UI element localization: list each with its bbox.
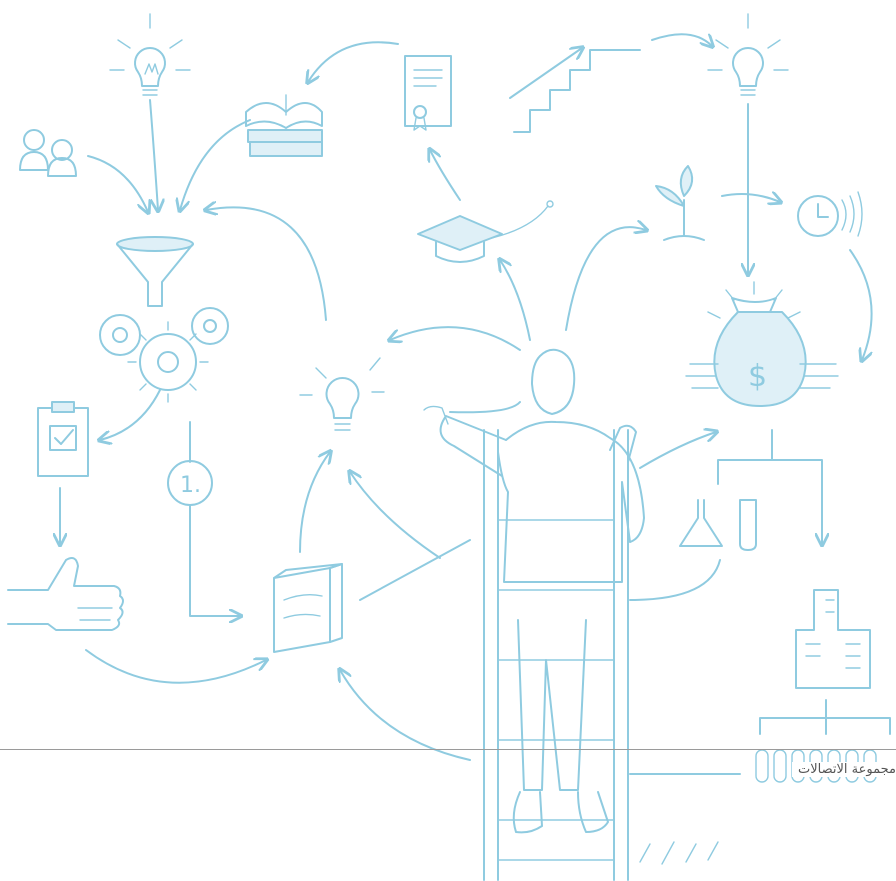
clipboard-check-icon [37,401,89,477]
flow-arrows [60,34,872,775]
sprout-icon [655,165,705,241]
lightbulb-icon [707,13,789,96]
book-stack-icon [245,94,323,157]
lightbulb-icon [299,357,385,431]
lightbulb-icon [109,13,191,96]
gears-icon [99,307,229,403]
money-symbol: $ [748,359,767,394]
building-icon [795,589,871,689]
money-bag-icon: $ [685,281,839,407]
person-drawing-icon [423,348,645,834]
ladder-icon [483,429,629,881]
stopwatch-icon [797,191,863,237]
divider-line [0,749,896,750]
badge-label: 1. [180,473,201,498]
thumbs-up-icon [7,557,124,631]
users-icon [19,129,77,177]
stairs-icon [509,48,641,133]
funnel-icon [116,236,194,307]
box-icon [273,563,343,653]
certificate-icon [404,55,452,131]
caption-text: مجموعة الاتصالات [792,762,896,777]
lab-flask-icon [679,499,757,551]
step-one-badge-icon: 1. [167,460,213,506]
graduation-cap-icon [417,200,554,263]
